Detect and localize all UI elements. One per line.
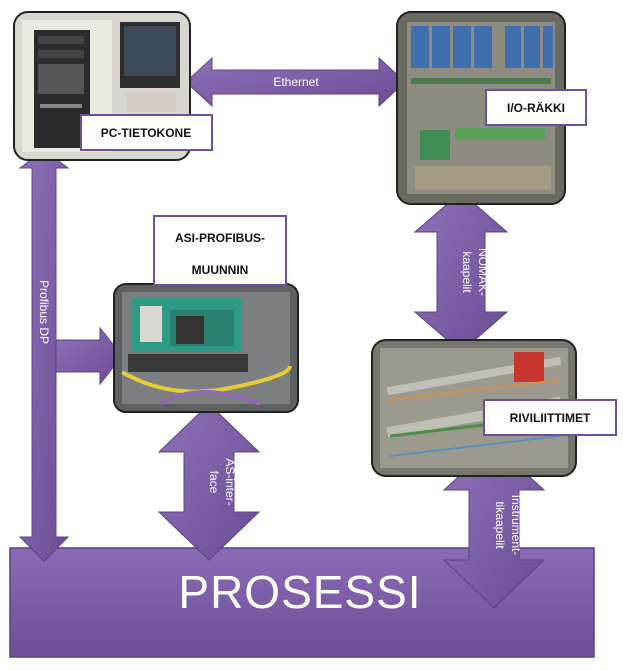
profibus-arrow bbox=[18, 149, 70, 562]
asi-label-line1: ASI-PROFIBUS- bbox=[175, 231, 265, 245]
asi-interface-label-line2: face bbox=[207, 471, 221, 494]
pc-label: PC-TIETOKONE bbox=[101, 126, 191, 140]
instrument-label-line2: tikaapelit bbox=[493, 501, 507, 549]
nomak-label-line2: kaapelit bbox=[460, 251, 474, 293]
asi-interface-arrow bbox=[157, 403, 261, 561]
asi-converter-photo bbox=[113, 283, 299, 413]
instrument-arrow bbox=[442, 443, 546, 609]
io-label: I/O-RÄKKI bbox=[507, 100, 565, 115]
asi-interface-label-line1: AS-inter- bbox=[223, 458, 237, 505]
asi-label-box bbox=[153, 215, 287, 286]
nomak-label-line1: NOMAK- bbox=[476, 248, 490, 296]
process-label: PROSESSI bbox=[178, 566, 421, 618]
instrument-label-line1: Instrument- bbox=[509, 495, 523, 556]
profibus-label: Profibus DP bbox=[37, 280, 51, 344]
profibus-branch-arrow bbox=[55, 326, 123, 386]
asi-label-line2: MUUNNIN bbox=[192, 263, 249, 277]
pc-label-box bbox=[80, 114, 213, 151]
rivi-label: RIVILIITTIMET bbox=[510, 411, 591, 425]
rivi-label-box bbox=[483, 399, 617, 436]
io-label-box bbox=[485, 89, 587, 126]
process-block bbox=[9, 547, 595, 658]
ethernet-label: Ethernet bbox=[273, 75, 319, 89]
